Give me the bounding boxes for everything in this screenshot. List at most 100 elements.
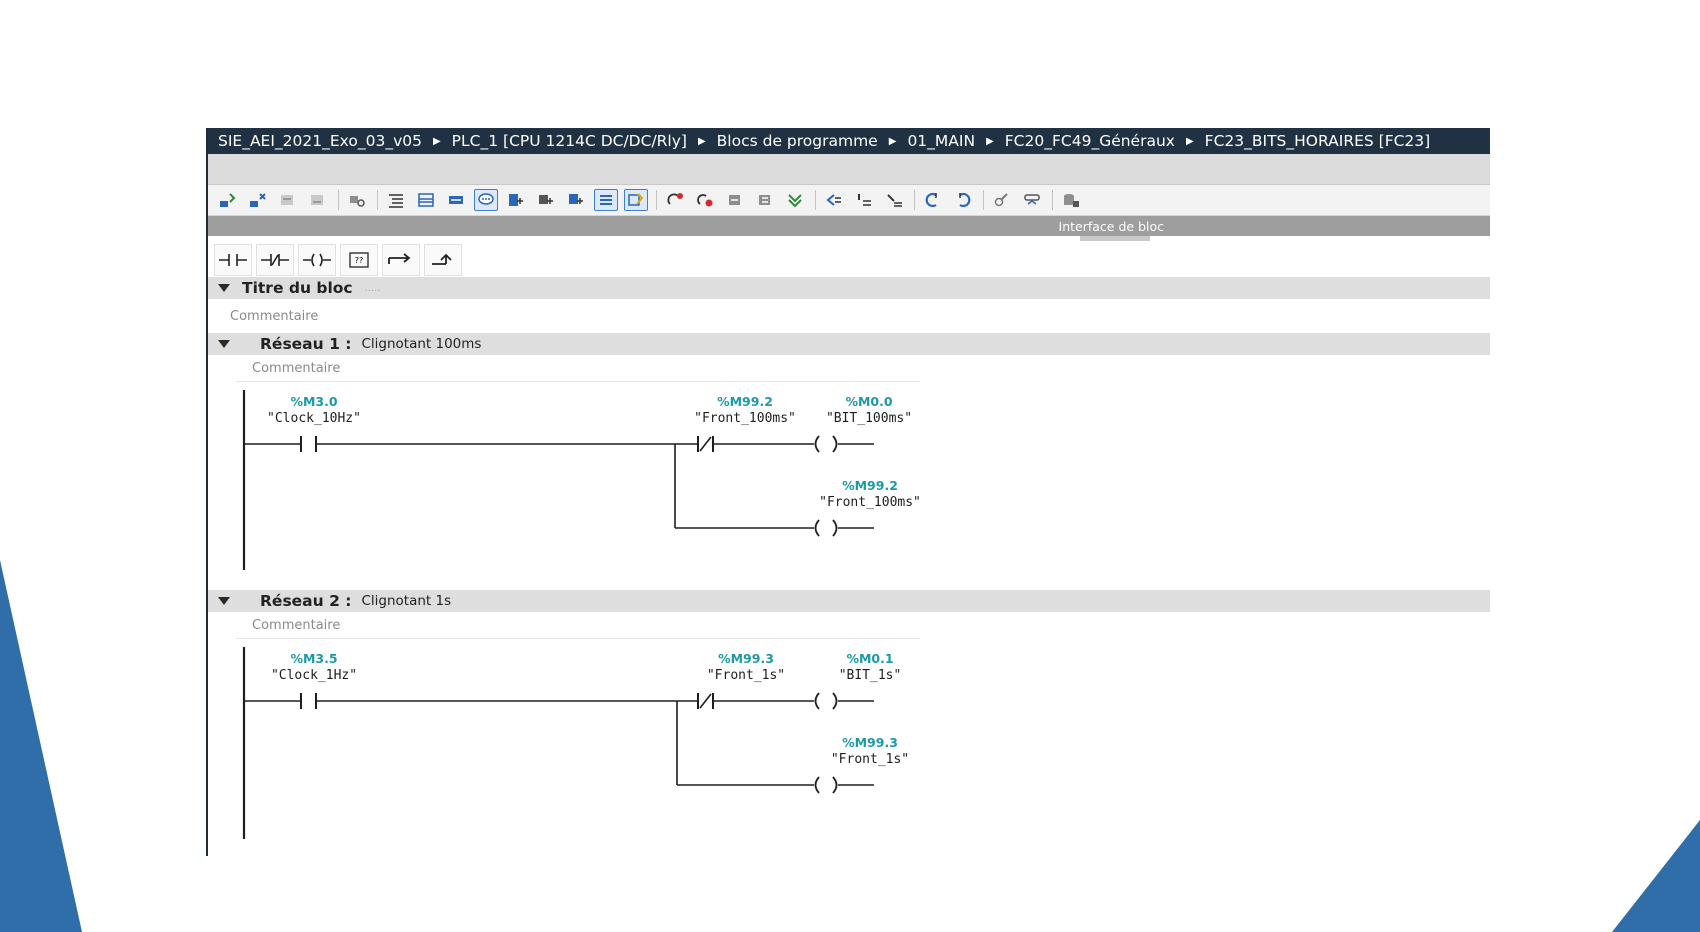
- network-1-label: Réseau 1 :: [260, 335, 352, 353]
- compare-icon[interactable]: [753, 189, 777, 211]
- operand-address[interactable]: %M99.3: [842, 735, 898, 750]
- expand-networks-icon[interactable]: [414, 189, 438, 211]
- block-title-header[interactable]: Titre du bloc .....: [208, 277, 1490, 299]
- instruction-favorites-bar: ??: [208, 243, 1490, 277]
- network-2-label: Réseau 2 :: [260, 592, 352, 610]
- network-2-comment-text: Commentaire: [252, 617, 341, 633]
- svg-text:??: ??: [355, 256, 364, 265]
- toolbar-separator: [914, 190, 915, 210]
- update-icon[interactable]: [783, 189, 807, 211]
- toolbar-separator: [815, 190, 816, 210]
- close-branch-icon[interactable]: [424, 244, 462, 276]
- empty-box-icon[interactable]: ??: [340, 244, 378, 276]
- next-error-icon[interactable]: [723, 189, 747, 211]
- empty-box-icon[interactable]: [534, 189, 558, 211]
- coil-m01[interactable]: [814, 692, 838, 710]
- operand-address[interactable]: %M0.0: [845, 394, 892, 409]
- operand-symbol[interactable]: "BIT_100ms": [826, 411, 912, 426]
- network-1-comment[interactable]: Commentaire: [236, 355, 920, 382]
- operand-address[interactable]: %M99.3: [718, 651, 774, 666]
- delete-network-icon[interactable]: [246, 189, 270, 211]
- block-interface-splitter-handle[interactable]: [1080, 236, 1150, 241]
- breadcrumb-project[interactable]: SIE_AEI_2021_Exo_03_v05: [218, 132, 422, 150]
- breadcrumb-general-folder[interactable]: FC20_FC49_Généraux: [1004, 132, 1175, 150]
- block-comment[interactable]: Commentaire: [208, 299, 1490, 325]
- normally-open-contact-icon[interactable]: [214, 244, 252, 276]
- monitor-toggle-icon[interactable]: [852, 189, 876, 211]
- jump-next-icon[interactable]: [921, 189, 945, 211]
- coil-icon[interactable]: [298, 244, 336, 276]
- show-networks-icon[interactable]: [384, 189, 408, 211]
- breadcrumb-separator-icon: ▶: [432, 135, 441, 147]
- operand-address[interactable]: %M0.1: [846, 651, 893, 666]
- collapse-networks-icon[interactable]: [444, 189, 468, 211]
- online-icon[interactable]: [990, 189, 1014, 211]
- network-2-ladder: %M3.5 "Clock_1Hz" %M99.3 "Front_1s" %M0.…: [208, 639, 1490, 839]
- breadcrumb-current-block[interactable]: FC23_BITS_HORAIRES [FC23]: [1204, 132, 1431, 150]
- network-2-header[interactable]: Réseau 2 : Clignotant 1s: [208, 590, 1490, 612]
- block-title-label: Titre du bloc: [242, 279, 353, 297]
- breadcrumb-separator-icon: ▶: [888, 135, 897, 147]
- network-2-diagram: %M3.5 "Clock_1Hz" %M99.3 "Front_1s" %M0.…: [242, 647, 909, 839]
- coil-m00[interactable]: [814, 435, 838, 453]
- network-2-title[interactable]: Clignotant 1s: [361, 593, 452, 609]
- toolbar-separator: [656, 190, 657, 210]
- database-icon[interactable]: [1059, 189, 1083, 211]
- collapse-triangle-icon[interactable]: [218, 597, 230, 605]
- network-1-ladder: %M3.0 "Clock_10Hz" %M99.2 "Front_100ms" …: [208, 382, 1490, 587]
- breadcrumb-main-folder[interactable]: 01_MAIN: [907, 132, 976, 150]
- operand-symbol[interactable]: "Front_1s": [831, 752, 909, 767]
- operand-symbol[interactable]: "Front_1s": [707, 668, 785, 683]
- collapse-triangle-icon[interactable]: [218, 284, 230, 292]
- block-title-placeholder[interactable]: .....: [364, 282, 381, 294]
- operand-symbol[interactable]: "Front_100ms": [694, 411, 796, 426]
- coil-m993[interactable]: [814, 776, 838, 794]
- toolbar-separator: [377, 190, 378, 210]
- reference-icon[interactable]: [951, 189, 975, 211]
- operand-address[interactable]: %M3.0: [290, 394, 337, 409]
- favorites-icon[interactable]: [504, 189, 528, 211]
- open-branch-icon[interactable]: [382, 244, 420, 276]
- insert-network-icon[interactable]: [216, 189, 240, 211]
- network-comments-icon[interactable]: [474, 189, 498, 211]
- monitor-icon[interactable]: [822, 189, 846, 211]
- tia-portal-editor-window: SIE_AEI_2021_Exo_03_v05 ▶ PLC_1 [CPU 121…: [206, 128, 1490, 856]
- operand-symbol[interactable]: "Clock_1Hz": [271, 668, 357, 683]
- editor-toolbar: [208, 185, 1490, 216]
- add-row-icon[interactable]: [306, 189, 330, 211]
- block-interface-label: Interface de bloc: [1058, 218, 1164, 234]
- go-to-error-icon[interactable]: [663, 189, 687, 211]
- previous-error-icon[interactable]: [693, 189, 717, 211]
- data-icon[interactable]: [1020, 189, 1044, 211]
- breadcrumb-plc[interactable]: PLC_1 [CPU 1214C DC/DC/Rly]: [451, 132, 687, 150]
- editor-subbar: [208, 154, 1490, 185]
- toolbar-separator: [1052, 190, 1053, 210]
- ladder-view-icon[interactable]: [564, 189, 588, 211]
- toolbar-separator: [983, 190, 984, 210]
- breadcrumb-separator-icon: ▶: [1185, 135, 1194, 147]
- block-interface-bar[interactable]: Interface de bloc: [208, 216, 1490, 241]
- properties-icon[interactable]: [624, 189, 648, 211]
- toolbar-separator: [338, 190, 339, 210]
- operand-address[interactable]: %M3.5: [290, 651, 337, 666]
- network-2-comment[interactable]: Commentaire: [236, 612, 920, 639]
- network-1-diagram: %M3.0 "Clock_10Hz" %M99.2 "Front_100ms" …: [242, 390, 921, 570]
- network-1-title[interactable]: Clignotant 100ms: [361, 336, 482, 352]
- jump-previous-icon[interactable]: [882, 189, 906, 211]
- list-view-icon[interactable]: [594, 189, 618, 211]
- operand-symbol[interactable]: "Clock_10Hz": [267, 411, 361, 426]
- normally-closed-contact-icon[interactable]: [256, 244, 294, 276]
- insert-row-icon[interactable]: [276, 189, 300, 211]
- operand-address[interactable]: %M99.2: [842, 478, 898, 493]
- breadcrumb: SIE_AEI_2021_Exo_03_v05 ▶ PLC_1 [CPU 121…: [208, 128, 1490, 154]
- breadcrumb-separator-icon: ▶: [697, 135, 706, 147]
- operand-symbol[interactable]: "Front_100ms": [819, 495, 921, 510]
- collapse-triangle-icon[interactable]: [218, 340, 230, 348]
- network-1-comment-text: Commentaire: [252, 360, 341, 376]
- network-1-header[interactable]: Réseau 1 : Clignotant 100ms: [208, 333, 1490, 355]
- absolute-operands-icon[interactable]: [345, 189, 369, 211]
- coil-m992[interactable]: [814, 519, 838, 537]
- breadcrumb-program-blocks[interactable]: Blocs de programme: [716, 132, 878, 150]
- operand-symbol[interactable]: "BIT_1s": [839, 668, 902, 683]
- operand-address[interactable]: %M99.2: [717, 394, 773, 409]
